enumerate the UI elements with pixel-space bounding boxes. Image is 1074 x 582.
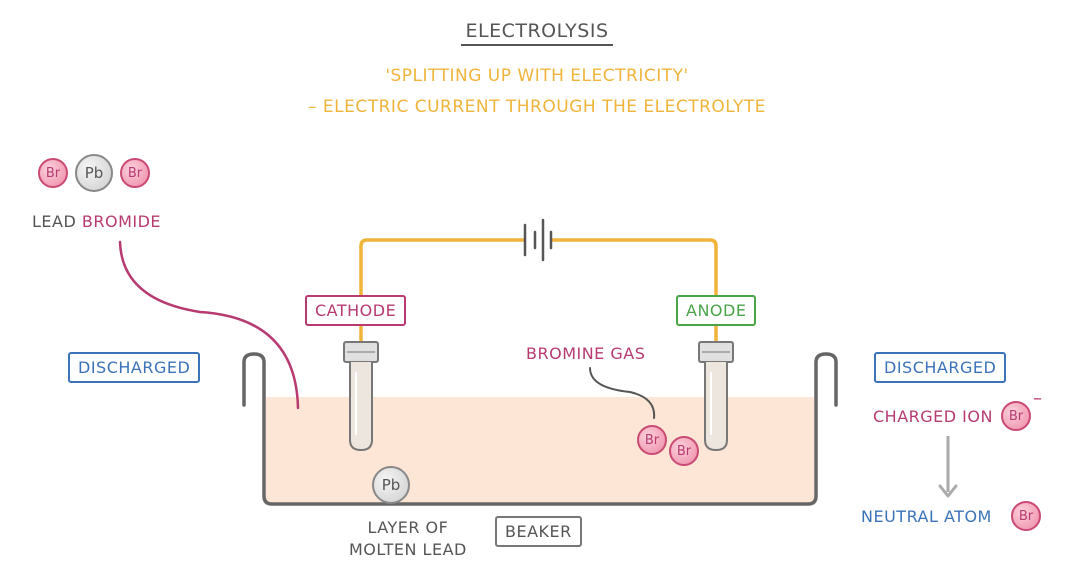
bromine-gas-atom-1: Br — [637, 425, 667, 455]
bromide-word: BROMIDE — [81, 212, 162, 231]
lead-bromide-pointer — [118, 240, 300, 410]
molten-lead-label-line1: LAYER OF — [367, 518, 449, 537]
molten-lead-label: LAYER OF MOLTEN LEAD — [349, 517, 467, 561]
battery-icon — [523, 218, 553, 262]
molten-lead-atom: Pb — [372, 466, 410, 504]
lead-atom: Pb — [75, 154, 113, 192]
beaker — [242, 352, 838, 506]
cathode-label: CATHODE — [305, 295, 407, 326]
anode-label: ANODE — [676, 295, 757, 326]
page-title-text: ELECTROLYSIS — [461, 20, 613, 46]
discharged-label-right: DISCHARGED — [874, 352, 1007, 383]
lead-bromide-label: LEAD BROMIDE — [32, 212, 161, 231]
cathode-electrode — [343, 341, 379, 452]
wire — [359, 238, 718, 296]
minus-sign: – — [1033, 388, 1043, 409]
bromine-gas-atom-2: Br — [669, 436, 699, 466]
discharged-label-left: DISCHARGED — [68, 352, 201, 383]
beaker-label: BEAKER — [495, 516, 582, 547]
bromine-gas-pointer — [589, 367, 656, 419]
anode-electrode — [698, 341, 734, 452]
bromine-gas-label: BROMINE GAS — [526, 344, 646, 363]
electrolyte — [266, 397, 814, 504]
subtitle-definition: 'SPLITTING UP WITH ELECTRICITY' — [385, 66, 689, 86]
neutral-atom: Br — [1011, 501, 1041, 531]
charged-ion-atom: Br — [1001, 401, 1031, 431]
page-title: ELECTROLYSIS — [0, 20, 1074, 46]
conversion-arrow-icon — [938, 436, 958, 498]
molten-lead-label-line2: MOLTEN LEAD — [349, 540, 467, 559]
bromine-atom-left: Br — [38, 158, 68, 188]
neutral-atom-label: NEUTRAL ATOM — [861, 507, 992, 526]
charged-ion-label: CHARGED ION — [873, 407, 993, 426]
bromine-atom-right: Br — [120, 158, 150, 188]
subtitle-explanation: – ELECTRIC CURRENT THROUGH THE ELECTROLY… — [308, 97, 766, 117]
lead-word: LEAD — [32, 212, 77, 231]
